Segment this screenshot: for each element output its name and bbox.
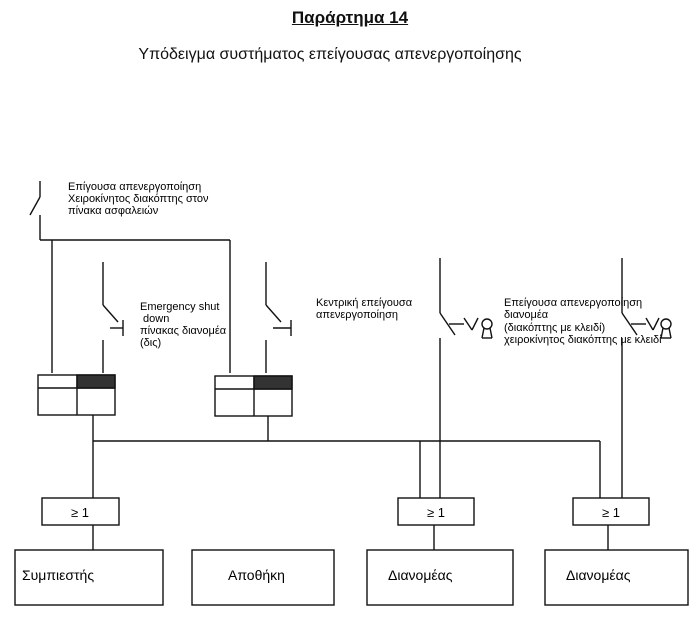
or-gate-3 (572, 497, 650, 526)
label-main-switch-1: Επίγουσα απενεργοποίηση (68, 181, 201, 193)
box-compressor-label: Συμπιεστής (22, 567, 94, 583)
label-panel-switch-1: Emergency shut (140, 301, 219, 313)
label-dispenser-switch-4: χειροκίνητος διακόπτης με κλειδί (504, 334, 662, 346)
label-dispenser-switch-3: (διακόπτης με κλειδί) (504, 322, 605, 334)
central-key-switch (439, 258, 493, 498)
label-central-switch-2: απενεργοποίηση (316, 309, 398, 321)
page-title: Παράρτημα 14 (291, 8, 409, 27)
box-dispenser-1 (366, 549, 514, 606)
or-gate-1 (41, 497, 120, 526)
page-subtitle: Υπόδειγμα συστήματος επείγουσας απενεργο… (138, 46, 522, 63)
label-panel-switch-2: down (140, 313, 169, 325)
panel-switch-2 (265, 262, 292, 373)
label-main-switch-3: πίνακα ασφαλειών (68, 205, 159, 217)
main-switch-blade (29, 196, 41, 216)
box-dispenser-1-label: Διανομέας (388, 567, 453, 583)
box-dispenser-2-label: Διανομέας (566, 567, 631, 583)
or-gate-1-label: ≥ 1 (71, 505, 89, 520)
box-storage-label: Αποθήκη (228, 567, 285, 583)
label-central-switch-1: Κεντρική επείγουσα (316, 297, 413, 309)
label-dispenser-switch-2: διανομέα (504, 309, 549, 321)
label-panel-switch-3: πίνακας διανομέα (140, 325, 227, 337)
or-gate-2 (397, 497, 475, 526)
or-gate-3-label: ≥ 1 (602, 505, 620, 520)
label-main-switch-2: Χειροκίνητος διακόπτης στον (68, 193, 209, 205)
panel-switch-1 (102, 262, 124, 373)
relay-block-2 (214, 375, 293, 417)
box-compressor (14, 549, 164, 606)
relay-block-1 (37, 374, 116, 416)
dispenser-key-switch (621, 258, 672, 498)
label-dispenser-switch-1: Επείγουσα απενεργοποίηση (504, 297, 642, 309)
box-dispenser-2 (544, 549, 689, 606)
label-panel-switch-4: (δις) (140, 337, 161, 349)
box-storage (191, 549, 335, 606)
or-gate-2-label: ≥ 1 (427, 505, 445, 520)
